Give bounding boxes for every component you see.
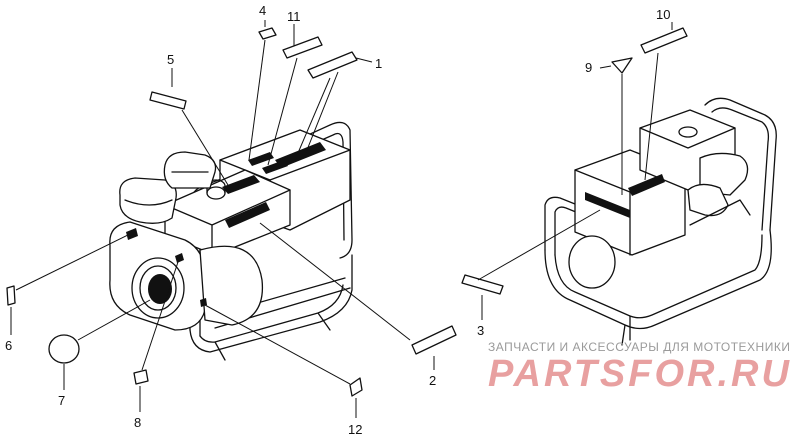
callout-6: 6 — [5, 338, 12, 353]
watermark-tagline: ЗАПЧАСТИ И АКСЕССУАРЫ ДЛЯ МОТОТЕХНИКИ — [488, 340, 791, 354]
part-shape-8 — [133, 369, 149, 385]
callout-4: 4 — [259, 3, 266, 18]
part-shape-10 — [640, 27, 688, 54]
part-shapes — [6, 27, 688, 397]
part-shape-11 — [282, 36, 323, 59]
part-shape-1 — [307, 51, 358, 79]
callout-5: 5 — [167, 52, 174, 67]
watermark: ЗАПЧАСТИ И АКСЕССУАРЫ ДЛЯ МОТОТЕХНИКИ PA… — [488, 340, 792, 395]
right-pump-drawing — [544, 97, 777, 346]
callout-7: 7 — [58, 393, 65, 408]
callout-2: 2 — [429, 373, 436, 388]
callout-8: 8 — [134, 415, 141, 430]
callout-3: 3 — [477, 323, 484, 338]
callout-11: 11 — [287, 9, 301, 24]
part-shape-12 — [349, 377, 363, 397]
callout-12: 12 — [348, 422, 362, 437]
watermark-brand: PARTSFOR.RU — [488, 353, 792, 395]
part-shape-4 — [258, 27, 277, 40]
part-shape-7 — [48, 334, 80, 364]
callout-10: 10 — [656, 7, 670, 22]
part-shape-2 — [411, 325, 457, 355]
callout-9: 9 — [585, 60, 592, 75]
part-shape-3 — [461, 274, 504, 295]
part-shape-5 — [149, 91, 187, 110]
part-shape-6 — [6, 285, 16, 306]
callout-1: 1 — [375, 56, 382, 71]
part-shape-9 — [611, 57, 633, 74]
left-pump-drawing — [109, 121, 353, 361]
callout-numbers: 1 2 3 4 5 6 7 8 9 10 11 12 — [5, 3, 670, 437]
leader-lines — [10, 20, 673, 418]
